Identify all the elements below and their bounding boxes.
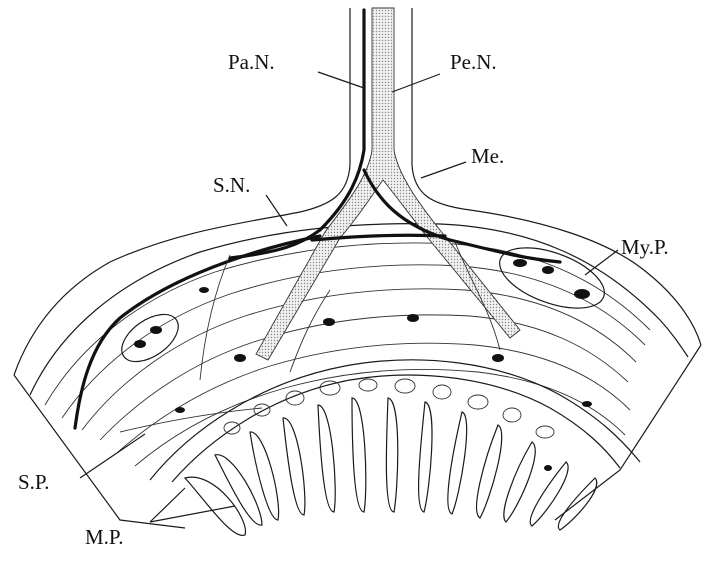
label-me: Me.	[471, 146, 504, 167]
mesentery-left-edge	[14, 8, 350, 375]
label-pe-n: Pe.N.	[450, 52, 497, 73]
label-s-n: S.N.	[213, 175, 250, 196]
label-s-p: S.P.	[18, 472, 50, 493]
label-pa-n: Pa.N.	[228, 52, 275, 73]
label-m-p: M.P.	[85, 527, 124, 548]
label-my-p: My.P.	[621, 237, 669, 258]
villi	[185, 398, 597, 535]
outer-wall-layer-3	[62, 265, 645, 418]
section-right-cut	[555, 345, 701, 520]
leader-lines	[80, 72, 618, 522]
outer-wall-layer-7	[135, 369, 625, 466]
section-left-cut	[14, 375, 185, 528]
outer-wall-layer-1	[30, 224, 688, 395]
